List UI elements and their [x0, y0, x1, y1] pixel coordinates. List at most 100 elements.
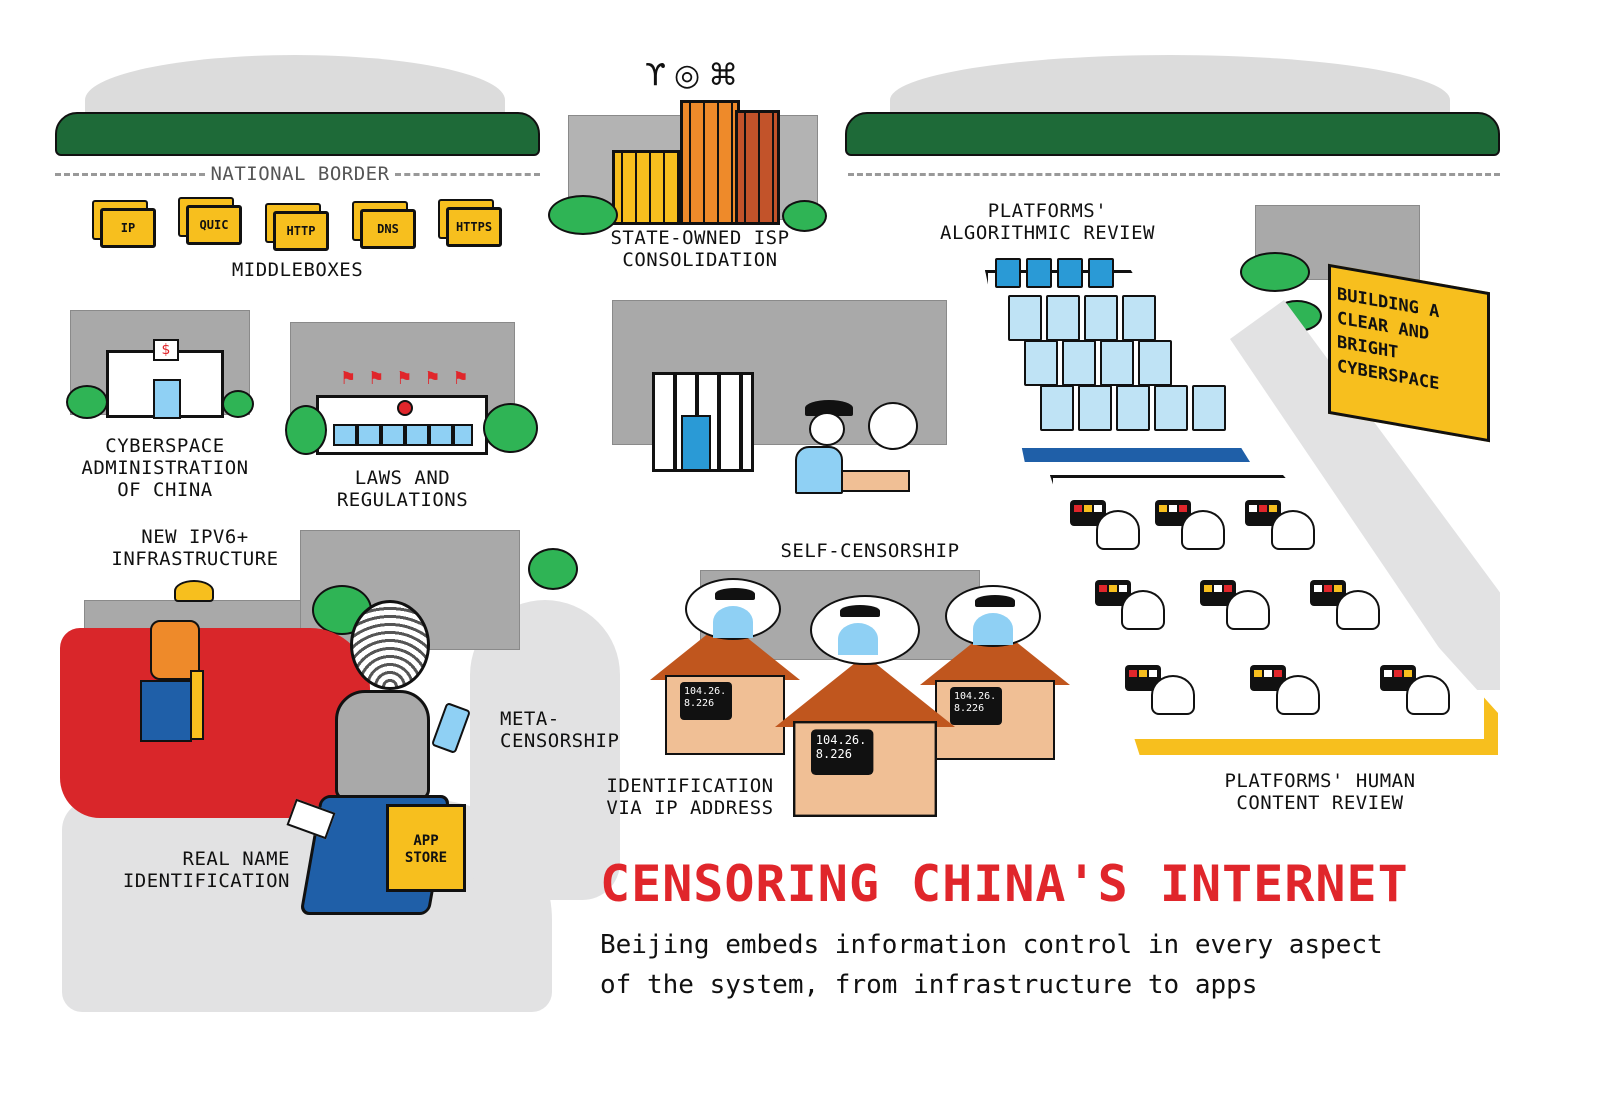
- reviewer-desk: [1095, 580, 1165, 630]
- citizen-head: [868, 402, 918, 450]
- reviewer-chair: [1406, 675, 1450, 715]
- hard-hat-icon: [174, 580, 214, 602]
- laws-building: [316, 395, 488, 455]
- ip-line: 104.26.: [815, 734, 867, 748]
- subtitle: Beijing embeds information control in ev…: [600, 925, 1383, 1005]
- monitor-icon: [1310, 580, 1346, 606]
- cac-building: $: [106, 339, 224, 419]
- national-border-label: NATIONAL BORDER: [210, 163, 390, 185]
- reviewer-chair: [1096, 510, 1140, 550]
- self-censorship-label: SELF-CENSORSHIP: [780, 540, 960, 562]
- middlebox-quic: QUIC: [186, 205, 242, 245]
- reviewer-chair: [1181, 510, 1225, 550]
- laws-label-line: LAWS AND: [354, 467, 451, 489]
- man-with-phone: [286, 590, 480, 950]
- isp-label: STATE-OWNED ISP CONSOLIDATION: [590, 227, 810, 271]
- bush: [548, 195, 618, 235]
- meta-label-line: CENSORSHIP: [500, 730, 620, 752]
- meta-censorship-label: META- CENSORSHIP: [500, 708, 625, 752]
- cac-label-line: ADMINISTRATION: [81, 457, 249, 479]
- border-line-left: [55, 173, 205, 176]
- bush: [1240, 252, 1310, 292]
- bush: [782, 200, 827, 232]
- reviewer-chair: [1271, 510, 1315, 550]
- ip-screen: 104.26.8.226: [950, 687, 1002, 725]
- cac-label-line: CYBERSPACE: [105, 435, 225, 457]
- house-left: 104.26.8.226: [650, 620, 800, 755]
- middlebox-https: HTTPS: [446, 207, 502, 247]
- monitor-icon: [1095, 580, 1131, 606]
- china-mobile-logo-icon: ◎: [673, 58, 709, 93]
- human-review-label: PLATFORMS' HUMAN CONTENT REVIEW: [1210, 770, 1430, 814]
- isp-logos: ϒ◎⌘: [645, 58, 775, 94]
- identification-label: IDENTIFICATION VIA IP ADDRESS: [605, 775, 775, 819]
- middlebox-dns: DNS: [360, 209, 416, 249]
- monitor-icon: [1245, 500, 1281, 526]
- forest-right: [845, 112, 1500, 156]
- real-name-line: REAL NAME: [182, 848, 290, 870]
- red-field: [60, 628, 370, 818]
- reviewer-desk: [1245, 500, 1315, 550]
- reviewer-desk: [1380, 665, 1450, 715]
- ip-line: 8.226: [954, 703, 985, 714]
- middlebox-http: HTTP: [273, 211, 329, 251]
- human-review-line: CONTENT REVIEW: [1236, 792, 1404, 814]
- reviewer-desk: [1125, 665, 1195, 715]
- man-head: [350, 600, 430, 690]
- police-officer: [795, 400, 853, 495]
- cac-label: CYBERSPACE ADMINISTRATION OF CHINA: [70, 435, 260, 501]
- ipv6-label: NEW IPV6+ INFRASTRUCTURE: [105, 526, 285, 570]
- isp-tower-orange: [680, 100, 740, 225]
- server-rack-icon: [995, 258, 1021, 288]
- server-rack-icon: [1008, 295, 1042, 341]
- reviewer-chair: [1276, 675, 1320, 715]
- phone-icon: [430, 701, 472, 755]
- reviewer-desk: [1200, 580, 1270, 630]
- server-rack-icon: [1154, 385, 1188, 431]
- bush: [528, 548, 578, 590]
- app-store-line: APP: [413, 833, 439, 849]
- thought-bubble-police: [945, 585, 1041, 647]
- human-review-line: PLATFORMS' HUMAN: [1224, 770, 1416, 792]
- thought-bubble-police: [810, 595, 920, 665]
- officer-head: [809, 412, 845, 446]
- billboard: BUILDING A CLEAR AND BRIGHT CYBERSPACE: [1328, 263, 1490, 443]
- border-line-right-seg: [395, 173, 540, 176]
- server-rack-icon: [1138, 340, 1172, 386]
- server-rack-icon: [1078, 385, 1112, 431]
- ip-screen: 104.26.8.226: [680, 682, 732, 720]
- server-rack-icon: [1046, 295, 1080, 341]
- server-rack-icon: [1057, 258, 1083, 288]
- reviewer-desk: [1310, 580, 1380, 630]
- bush: [483, 403, 538, 453]
- ipv6-label-line: INFRASTRUCTURE: [111, 548, 279, 570]
- ip-line: 104.26.: [954, 691, 997, 702]
- forest-left: [55, 112, 540, 156]
- bush: [222, 390, 254, 418]
- isp-tower-yellow: [612, 150, 682, 225]
- server-rack-icon: [1084, 295, 1118, 341]
- meta-label-line: META-: [500, 708, 560, 730]
- house-center: 104.26.8.226: [775, 655, 955, 817]
- subtitle-line: of the system, from infrastructure to ap…: [600, 970, 1258, 1000]
- algorithmic-review-label: PLATFORMS' ALGORITHMIC REVIEW: [940, 200, 1155, 244]
- ip-line: 104.26.: [684, 686, 727, 697]
- server-rack-icon: [1192, 385, 1226, 431]
- road-curve: [470, 600, 620, 900]
- bush: [66, 385, 108, 419]
- ip-screen: 104.26.8.226: [811, 729, 874, 775]
- identification-line: VIA IP ADDRESS: [606, 797, 774, 819]
- real-name-line: IDENTIFICATION: [122, 870, 290, 892]
- laws-label: LAWS AND REGULATIONS: [310, 467, 495, 511]
- server-rack-icon: [1122, 295, 1156, 341]
- reviewer-chair: [1121, 590, 1165, 630]
- reviewer-desk: [1250, 665, 1320, 715]
- ipv6-label-line: NEW IPV6+: [141, 526, 249, 548]
- middlebox-ip: IP: [100, 208, 156, 248]
- jail-cell-icon: [652, 372, 754, 472]
- real-name-label: REAL NAME IDENTIFICATION: [120, 848, 290, 892]
- reviewer-desk: [1155, 500, 1225, 550]
- server-rack-icon: [1088, 258, 1114, 288]
- bush: [285, 405, 327, 455]
- server-rack-icon: [1040, 385, 1074, 431]
